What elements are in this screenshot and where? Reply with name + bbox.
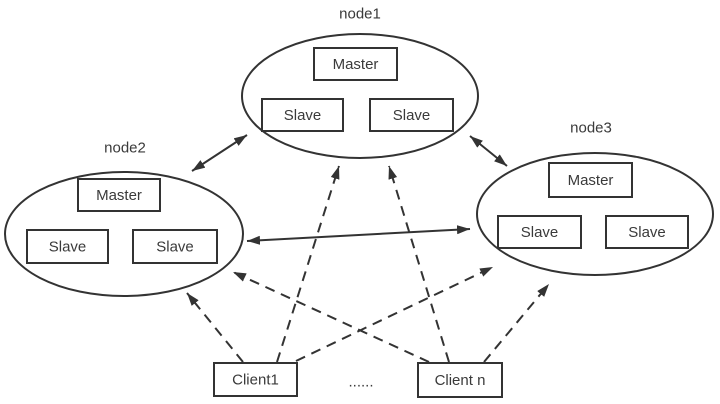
clients-ellipsis: ...... — [348, 374, 373, 391]
node2-slave1-box — [26, 229, 109, 264]
node3-master-box — [548, 162, 633, 198]
link-client1-node2 — [186, 292, 244, 363]
node1-slave1-label: Slave — [284, 107, 322, 124]
link-client1-node1 — [276, 165, 340, 363]
link-node2-node3 — [246, 225, 471, 245]
node3-slave2-label: Slave — [628, 224, 666, 241]
node1-slave1-box — [261, 98, 344, 132]
node2-master-box — [77, 178, 161, 212]
link-node2-node1 — [191, 134, 248, 172]
link-clientn-node3 — [483, 283, 550, 363]
node2-master-label: Master — [96, 187, 142, 204]
link-client1-node3 — [295, 266, 494, 362]
node1-slave2-box — [369, 98, 454, 132]
node3-group: node3 Master Slave Slave — [476, 120, 714, 276]
node1-slave2-label: Slave — [393, 107, 431, 124]
node2-group: node2 Master Slave Slave — [4, 140, 244, 297]
node2-ellipse — [4, 171, 244, 297]
client1-label: Client1 — [232, 372, 279, 389]
node2-slave2-box — [132, 229, 218, 264]
node3-slave1-label: Slave — [521, 224, 559, 241]
link-node1-node3 — [469, 135, 508, 167]
link-clientn-node2 — [232, 271, 430, 363]
clientn-label: Client n — [435, 372, 486, 389]
node3-slave1-box — [497, 215, 582, 249]
node3-master-label: Master — [568, 172, 614, 189]
node1-master-label: Master — [333, 56, 379, 73]
node2-slave2-label: Slave — [156, 239, 194, 256]
node1-label: node1 — [339, 6, 381, 23]
node2-label: node2 — [104, 140, 146, 157]
clientn-box — [417, 362, 503, 398]
node2-slave1-label: Slave — [49, 239, 87, 256]
client1-box — [213, 362, 298, 397]
clients-group: Client1 ...... Client n — [213, 362, 503, 398]
node1-master-box — [313, 47, 398, 81]
node3-label: node3 — [570, 120, 612, 137]
node3-slave2-box — [605, 215, 689, 249]
node1-group: node1 Master Slave Slave — [241, 6, 479, 159]
link-clientn-node1 — [388, 165, 450, 363]
